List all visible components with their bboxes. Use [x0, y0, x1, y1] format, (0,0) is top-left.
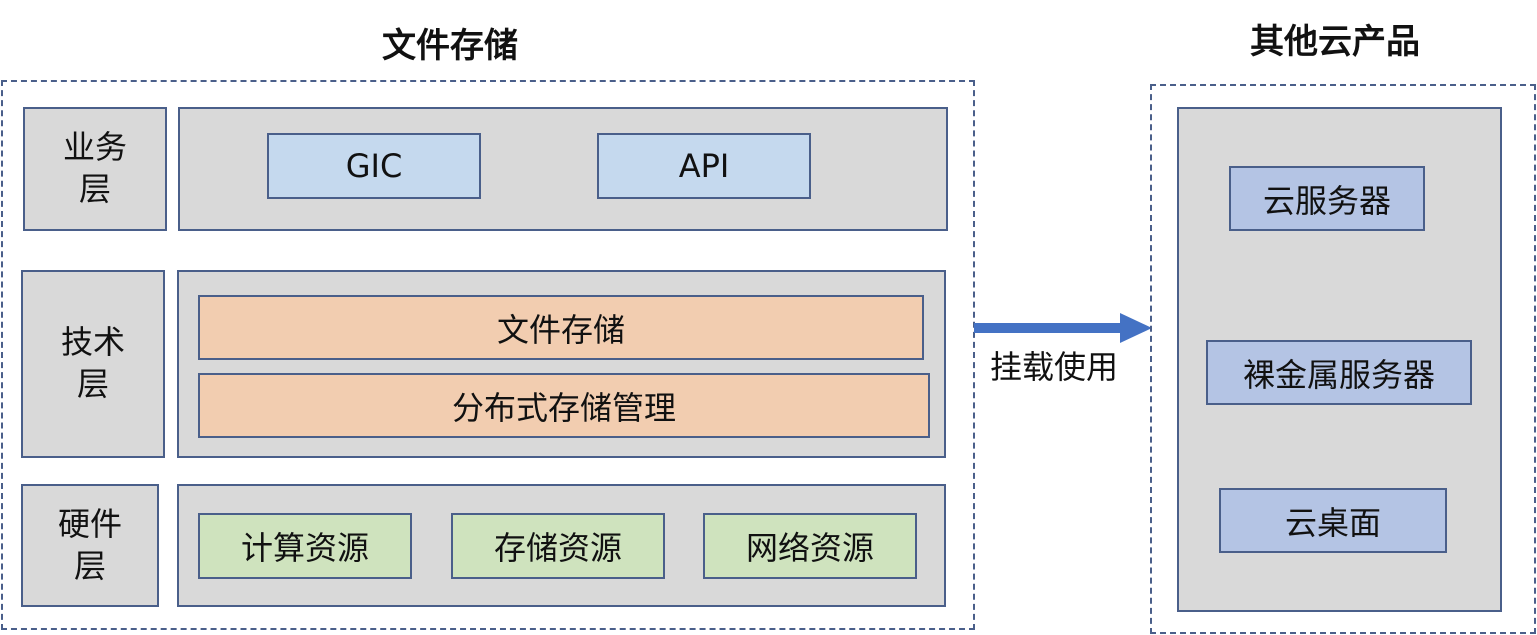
business-layer-label-text: 业务层 — [62, 128, 127, 208]
arrow-shaft — [974, 323, 1122, 333]
distributed-storage-mgmt-box: 分布式存储管理 — [198, 373, 930, 438]
business-layer-label: 业务层 — [23, 107, 167, 231]
file-storage-title: 文件存储 — [382, 26, 518, 66]
mount-use-label: 挂载使用 — [990, 348, 1119, 386]
tech-layer-label-text: 技术层 — [60, 323, 125, 403]
other-cloud-products-title: 其他云产品 — [1250, 22, 1420, 62]
cloud-desktop-box: 云桌面 — [1219, 488, 1447, 553]
api-box: API — [597, 133, 811, 199]
cloud-server-box: 云服务器 — [1229, 166, 1425, 231]
hardware-layer-label-text: 硬件层 — [57, 504, 122, 585]
hardware-layer-label: 硬件层 — [21, 484, 159, 607]
file-storage-box: 文件存储 — [198, 295, 924, 360]
compute-resources-box: 计算资源 — [198, 513, 412, 579]
storage-resources-box: 存储资源 — [451, 513, 665, 579]
tech-layer-label: 技术层 — [21, 270, 165, 458]
file-storage-container — [1, 80, 975, 630]
network-resources-box: 网络资源 — [703, 513, 917, 579]
gic-box: GIC — [267, 133, 481, 199]
other-products-container — [1150, 84, 1536, 634]
mount-arrow — [974, 313, 1152, 343]
arrow-head — [1120, 313, 1152, 343]
bare-metal-server-box: 裸金属服务器 — [1206, 340, 1472, 405]
